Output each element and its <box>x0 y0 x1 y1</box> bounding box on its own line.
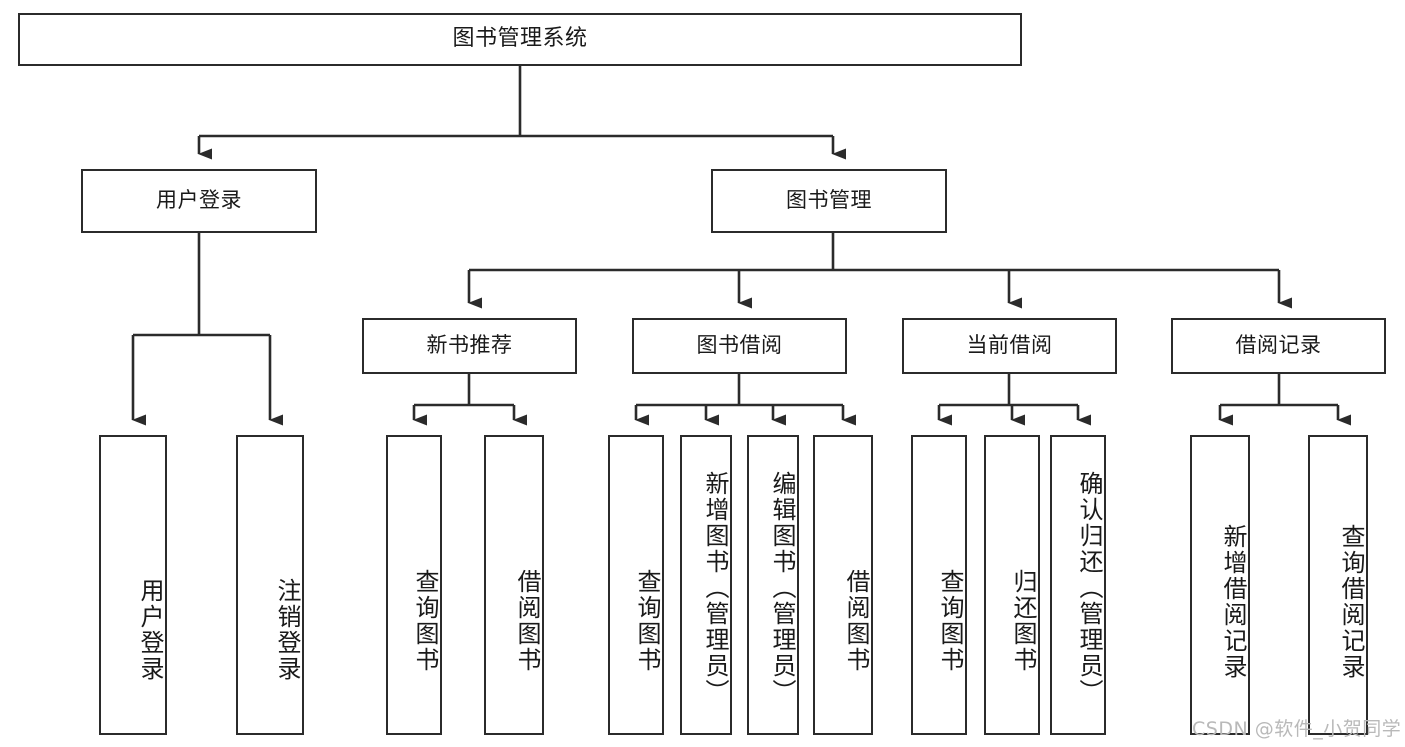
leaf-confirm-return-admin[interactable]: 确认归还（管理员） <box>1050 435 1106 735</box>
leaf-query-book-recommendation[interactable]: 查询图书 <box>386 435 442 735</box>
node-user-login[interactable]: 用户登录 <box>81 169 317 233</box>
node-book-borrowing[interactable]: 图书借阅 <box>632 318 847 374</box>
leaf-query-borrowing-record[interactable]: 查询借阅记录 <box>1308 435 1368 735</box>
node-new-book-recommendation[interactable]: 新书推荐 <box>362 318 577 374</box>
leaf-edit-book-admin[interactable]: 编辑图书（管理员） <box>747 435 799 735</box>
leaf-return-book[interactable]: 归还图书 <box>984 435 1040 735</box>
node-book-management[interactable]: 图书管理 <box>711 169 947 233</box>
leaf-query-book-current[interactable]: 查询图书 <box>911 435 967 735</box>
leaf-logout-login[interactable]: 注销登录 <box>236 435 304 735</box>
node-root-system[interactable]: 图书管理系统 <box>18 13 1022 66</box>
leaf-query-book-borrowing[interactable]: 查询图书 <box>608 435 664 735</box>
leaf-add-book-admin[interactable]: 新增图书（管理员） <box>680 435 732 735</box>
leaf-add-borrowing-record[interactable]: 新增借阅记录 <box>1190 435 1250 735</box>
leaf-user-login[interactable]: 用户登录 <box>99 435 167 735</box>
node-borrowing-records[interactable]: 借阅记录 <box>1171 318 1386 374</box>
csdn-watermark: CSDN @软件_小贺同学 <box>1192 718 1402 740</box>
node-current-borrowing[interactable]: 当前借阅 <box>902 318 1117 374</box>
leaf-borrow-book-recommendation[interactable]: 借阅图书 <box>484 435 544 735</box>
leaf-borrow-book-borrowing[interactable]: 借阅图书 <box>813 435 873 735</box>
